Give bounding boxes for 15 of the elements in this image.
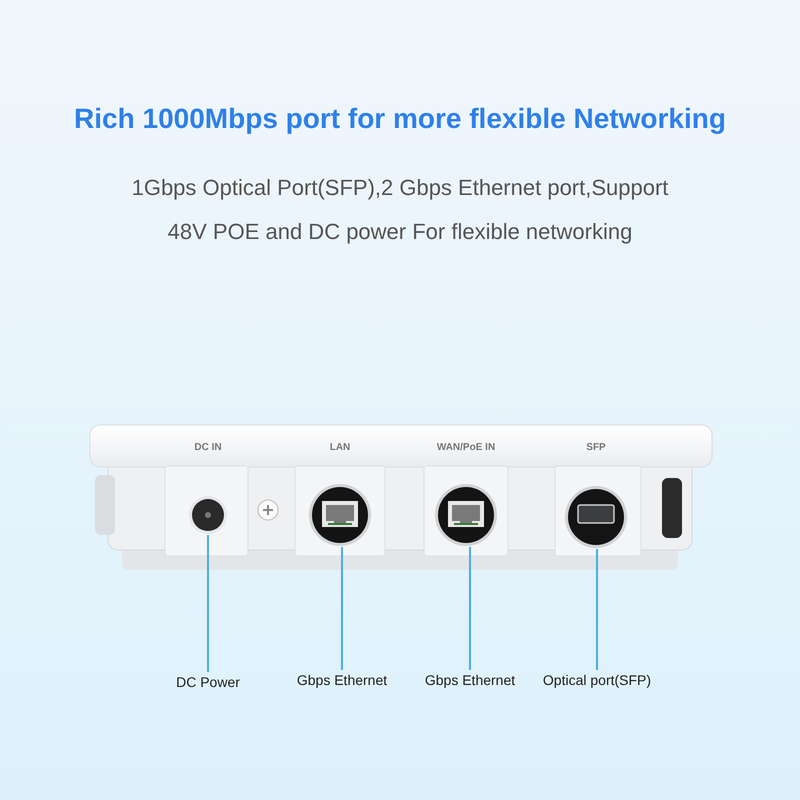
- leader-line: [596, 549, 598, 670]
- callout-text: DC Power: [143, 672, 273, 694]
- leader-line: [469, 547, 471, 670]
- ethernet-port: [308, 483, 372, 547]
- port-marking: WAN/PoE IN: [436, 441, 496, 455]
- sfp-port: [564, 485, 628, 549]
- port-marking: SFP: [586, 441, 606, 455]
- leader-line: [207, 535, 209, 672]
- subtitle: 1Gbps Optical Port(SFP),2 Gbps Ethernet port,Support 48V POE and DC power For flexible networking: [130, 174, 670, 246]
- ethernet-port: [434, 483, 498, 547]
- leader-line: [341, 547, 343, 670]
- dc-power-jack: [188, 495, 228, 535]
- port-marking: LAN: [330, 441, 350, 455]
- port-marking: DC IN: [194, 441, 222, 455]
- title: Rich 1000Mbps port for more flexible Networking: [73, 102, 727, 136]
